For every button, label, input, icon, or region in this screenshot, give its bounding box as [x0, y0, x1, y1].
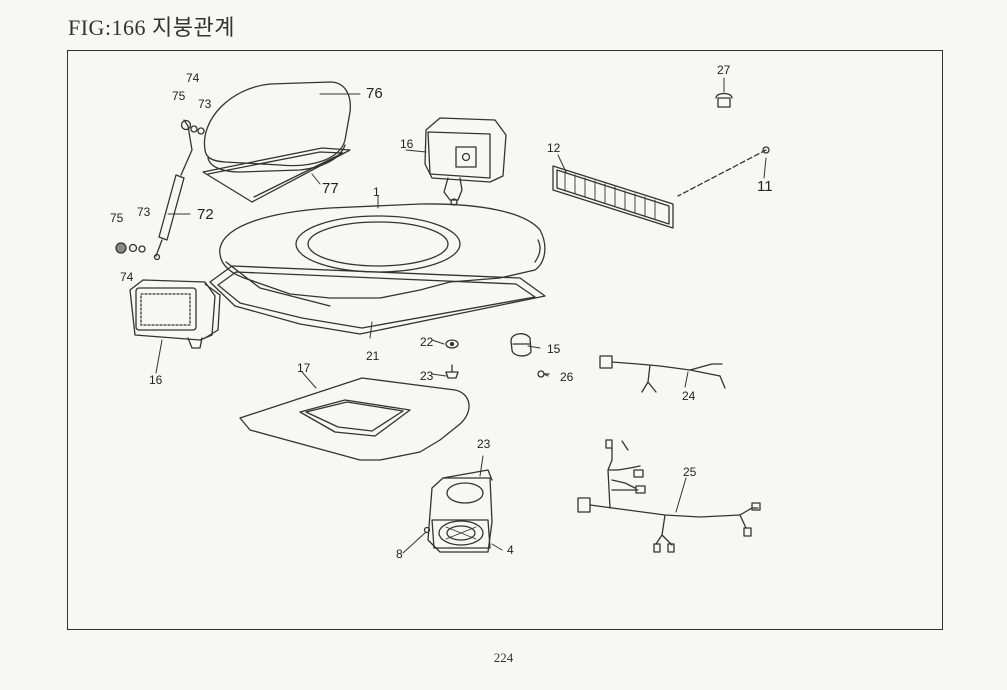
callout-21: 21	[366, 349, 380, 363]
part-work-lamp-left	[129, 279, 221, 349]
callout-8: 8	[396, 547, 403, 561]
callout-75-bottom: 75	[110, 211, 124, 225]
diagram-frame	[67, 50, 943, 630]
part-gas-strut	[153, 119, 193, 261]
leader-lines	[155, 77, 767, 554]
part-wire-harness-25	[577, 439, 761, 553]
callout-27: 27	[717, 63, 731, 77]
part-knob	[445, 364, 459, 379]
part-roof-pad	[203, 81, 351, 173]
callout-12: 12	[547, 141, 561, 155]
page-number: 224	[493, 650, 514, 665]
callout-4: 4	[507, 543, 514, 557]
callout-77: 77	[322, 180, 339, 197]
part-seal-frame	[209, 265, 546, 335]
part-roof-shell	[219, 203, 546, 307]
callout-16-left: 16	[149, 373, 163, 387]
callout-11: 11	[757, 178, 773, 195]
part-fan-assembly	[423, 469, 493, 553]
callout-25: 25	[683, 465, 697, 479]
callout-73-bottom: 73	[137, 205, 151, 219]
part-switch	[510, 333, 532, 357]
callout-1: 1	[373, 185, 380, 199]
part-clip	[677, 146, 770, 197]
part-grommet	[445, 339, 459, 349]
callout-17: 17	[297, 361, 311, 375]
callout-15: 15	[547, 342, 561, 356]
callout-23-knob: 23	[420, 369, 434, 383]
callout-22: 22	[420, 335, 434, 349]
callout-72: 72	[197, 206, 214, 223]
part-wire-harness-24	[599, 355, 726, 393]
part-hardware-upper	[180, 119, 205, 135]
callout-24: 24	[682, 389, 696, 403]
callout-26: 26	[560, 370, 574, 384]
callout-76: 76	[366, 85, 383, 102]
callout-labels: 76 77 1 72 74 75 73 75 73 74 16 16 21 22…	[110, 63, 773, 561]
callout-73-top: 73	[198, 97, 212, 111]
part-cap	[715, 92, 733, 108]
part-work-lamp-upper	[424, 117, 507, 206]
callout-74-top: 74	[186, 71, 200, 85]
figure-title: FIG:166 지붕관계	[68, 15, 236, 40]
callout-16-upper: 16	[400, 137, 414, 151]
part-air-filter	[552, 165, 674, 229]
callout-23-fan: 23	[477, 437, 491, 451]
callout-75-top: 75	[172, 89, 186, 103]
part-gasket-sheet	[202, 147, 351, 203]
callout-74-bottom: 74	[120, 270, 134, 284]
part-hardware-lower	[115, 242, 146, 254]
part-headliner	[239, 377, 470, 461]
